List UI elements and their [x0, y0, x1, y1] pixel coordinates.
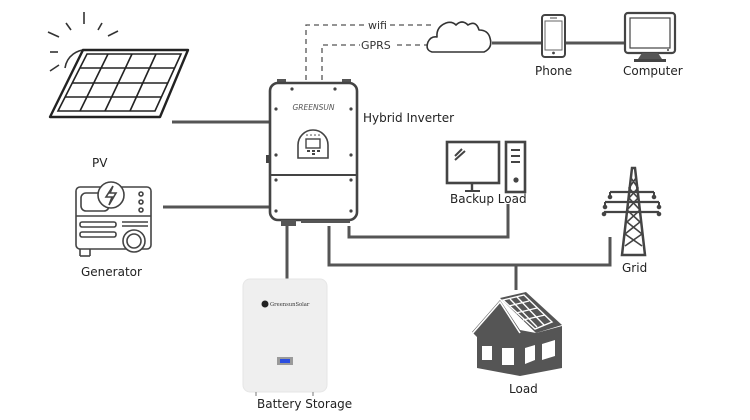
battery-icon: GreensunSolar: [242, 278, 328, 396]
gprs-label: GPRS: [361, 39, 391, 52]
wifi-link-line: [305, 24, 366, 80]
power-tower-icon: [601, 166, 662, 257]
load-node[interactable]: Load: [471, 292, 562, 396]
phone-node[interactable]: Phone: [535, 14, 572, 78]
battery-label: Battery Storage: [257, 397, 352, 411]
phone-icon: [541, 14, 566, 58]
computer-node[interactable]: Computer: [623, 11, 683, 78]
inverter-node[interactable]: GREENSUN Hybrid Inverter: [266, 79, 454, 226]
backup-load-label: Backup Load: [450, 192, 527, 206]
backup-load-node[interactable]: Backup Load: [445, 140, 527, 206]
battery-brand: GreensunSolar: [270, 302, 310, 308]
inverter-label: Hybrid Inverter: [363, 111, 454, 125]
inverter-brand: GREENSUN: [293, 103, 335, 112]
load-label: Load: [509, 382, 538, 396]
grid-node[interactable]: Grid: [601, 166, 662, 275]
generator-node[interactable]: Generator: [75, 181, 152, 279]
cloud-node[interactable]: [426, 21, 492, 53]
pv-label: PV: [92, 156, 108, 170]
solar-panel-icon: [48, 48, 190, 119]
wire-inverter-grid: [327, 226, 612, 267]
battery-screen: [280, 359, 290, 363]
generator-label: Generator: [81, 265, 142, 279]
house-icon: [471, 292, 562, 376]
wires: [163, 24, 625, 290]
grid-label: Grid: [622, 261, 647, 275]
computer-icon: [623, 11, 677, 62]
gprs-link-line: [321, 44, 360, 80]
computer-label: Computer: [623, 64, 683, 78]
inverter-icon: GREENSUN: [266, 79, 359, 226]
wire-inverter-backup-load: [347, 204, 510, 239]
phone-label: Phone: [535, 64, 572, 78]
cloud-icon: [426, 21, 492, 53]
battery-node[interactable]: GreensunSolar Battery Storage: [242, 278, 352, 411]
pv-node[interactable]: PV: [47, 12, 190, 170]
wifi-label: wifi: [368, 19, 387, 32]
desktop-pc-icon: [445, 140, 527, 194]
generator-icon: [75, 181, 152, 257]
